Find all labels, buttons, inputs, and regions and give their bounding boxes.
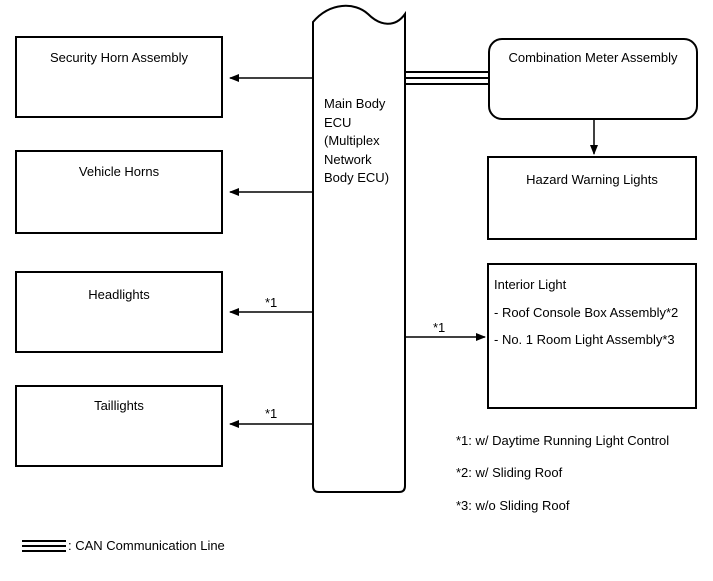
interior-light-title: Interior Light (494, 277, 567, 292)
interior-arrow-note: *1 (433, 320, 446, 335)
ecu-label-line: Main Body (324, 96, 386, 111)
headlights-box: Headlights (15, 271, 223, 353)
interior-light-box: Interior Light - Roof Console Box Assemb… (487, 263, 697, 409)
can-line (405, 71, 488, 85)
taillights-label: Taillights (94, 398, 144, 413)
ecu-label-line: (Multiplex (324, 133, 380, 148)
ecu-block-outline (312, 4, 406, 493)
footnote-1: *1: w/ Daytime Running Light Control (456, 433, 670, 448)
hazard-warning-box: Hazard Warning Lights (487, 156, 697, 240)
footnote-3: *3: w/o Sliding Roof (456, 498, 570, 513)
combination-meter-label: Combination Meter Assembly (508, 50, 678, 65)
footnote-2: *2: w/ Sliding Roof (456, 465, 563, 480)
legend-can-line-symbol (22, 540, 66, 552)
ecu-label-line: Body ECU) (324, 170, 390, 185)
ecu-label: Main Body ECU (Multiplex Network Body EC… (324, 95, 389, 188)
ecu-label-line: ECU (324, 114, 352, 130)
taillights-box: Taillights (15, 385, 223, 467)
legend-can-line-label: : CAN Communication Line (68, 538, 225, 553)
interior-light-item: - No. 1 Room Light Assembly*3 (494, 332, 675, 347)
ecu-label-line: Network (324, 151, 372, 167)
taillights-arrow-note: *1 (265, 406, 278, 421)
headlights-label: Headlights (88, 287, 150, 302)
security-horn-label: Security Horn Assembly (50, 50, 188, 65)
security-horn-box: Security Horn Assembly (15, 36, 223, 118)
vehicle-horns-box: Vehicle Horns (15, 150, 223, 234)
interior-light-item: - Roof Console Box Assembly*2 (494, 305, 679, 320)
headlights-arrow-note: *1 (265, 295, 278, 310)
vehicle-horns-label: Vehicle Horns (78, 164, 160, 179)
hazard-warning-label: Hazard Warning Lights (526, 172, 658, 187)
combination-meter-box: Combination Meter Assembly (488, 38, 698, 120)
